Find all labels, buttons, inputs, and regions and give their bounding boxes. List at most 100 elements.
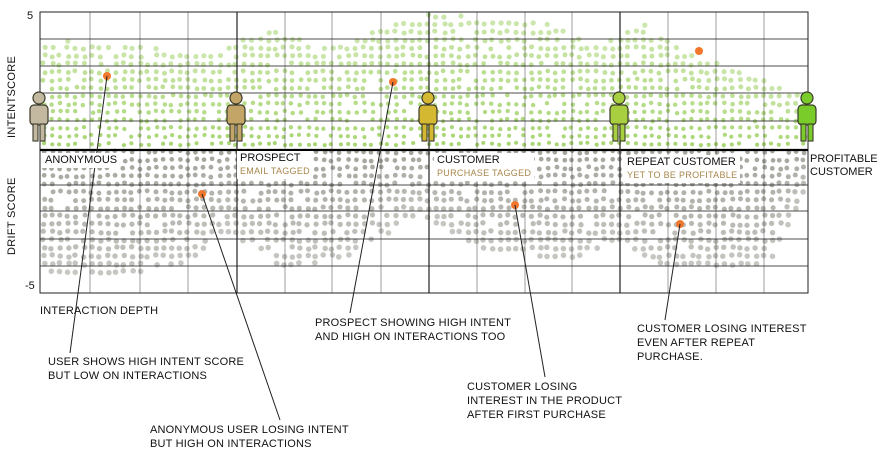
score-dot <box>441 190 447 196</box>
score-dot <box>153 108 159 114</box>
score-dot <box>336 189 342 195</box>
score-dot <box>121 52 127 58</box>
score-dot <box>209 156 215 162</box>
score-dot <box>674 197 680 203</box>
score-dot <box>449 228 456 235</box>
score-dot <box>497 109 502 114</box>
score-dot <box>482 54 488 60</box>
score-dot <box>169 54 175 60</box>
score-dot <box>601 141 606 146</box>
score-dot <box>738 190 743 196</box>
score-dot <box>89 142 94 147</box>
score-dot <box>104 214 110 220</box>
score-dot <box>200 172 206 178</box>
score-dot <box>778 134 783 140</box>
score-dot <box>258 53 264 59</box>
score-dot <box>49 181 55 187</box>
score-dot <box>80 228 86 234</box>
score-dot <box>561 196 568 202</box>
score-dot <box>730 244 736 250</box>
person-leg <box>229 123 236 142</box>
score-dot <box>161 181 167 187</box>
score-dot <box>665 222 672 228</box>
score-dot <box>290 110 295 116</box>
score-dot <box>216 197 222 203</box>
score-dot <box>458 134 464 139</box>
score-dot <box>153 157 158 163</box>
score-dot <box>593 92 599 98</box>
score-dot <box>112 269 119 275</box>
score-dot <box>417 174 423 180</box>
score-dot <box>530 30 536 36</box>
score-dot <box>536 220 542 226</box>
score-dot <box>498 85 503 91</box>
score-dot <box>688 238 694 244</box>
score-dot <box>704 70 710 76</box>
score-dot <box>722 132 728 137</box>
score-dot <box>177 53 183 59</box>
score-dot <box>441 213 447 220</box>
score-dot <box>346 252 352 258</box>
score-dot <box>49 94 55 100</box>
score-dot <box>385 125 390 130</box>
score-dot <box>178 143 183 148</box>
score-dot <box>409 165 415 171</box>
score-dot <box>745 86 751 92</box>
highlight-markers <box>103 47 703 228</box>
score-dot <box>577 238 584 244</box>
score-dot <box>273 260 280 267</box>
score-dot <box>448 213 454 219</box>
person-leg <box>612 123 619 142</box>
score-dot <box>640 246 647 252</box>
score-dot <box>690 101 695 106</box>
score-dot <box>688 70 694 76</box>
score-dot <box>226 45 232 51</box>
score-dot <box>506 54 512 60</box>
score-dot <box>210 134 215 139</box>
score-dot <box>640 68 646 74</box>
score-dot <box>146 150 152 155</box>
score-dot <box>562 157 568 163</box>
score-dot <box>514 140 519 145</box>
score-dot <box>402 70 408 76</box>
score-dot <box>97 94 102 100</box>
score-dot <box>776 157 782 163</box>
score-dot <box>153 238 160 244</box>
score-dot <box>441 94 447 99</box>
score-dot <box>369 30 375 36</box>
score-dot <box>643 134 648 139</box>
score-dot <box>57 245 63 251</box>
score-dot <box>762 133 768 138</box>
score-dot <box>121 100 127 106</box>
score-dot <box>473 221 479 228</box>
score-dot <box>489 246 496 252</box>
score-dot <box>81 85 86 90</box>
score-dot <box>114 125 119 131</box>
score-dot <box>233 54 239 60</box>
score-dot <box>98 78 104 84</box>
score-dot <box>706 253 712 260</box>
highlight-marker <box>695 47 703 55</box>
score-dot <box>82 221 88 227</box>
score-dot <box>216 158 222 164</box>
score-dot <box>114 222 120 228</box>
score-dot <box>497 69 503 75</box>
score-dot <box>42 70 48 76</box>
score-dot <box>784 118 790 123</box>
score-dot <box>664 52 670 58</box>
score-dot <box>73 180 79 186</box>
score-dot <box>169 157 175 162</box>
score-dot <box>617 140 622 146</box>
score-dot <box>699 134 704 139</box>
score-dot <box>506 101 511 107</box>
score-dot <box>72 108 78 114</box>
score-dot <box>576 166 582 172</box>
score-dot <box>586 205 592 211</box>
score-dot <box>609 140 614 145</box>
score-dot <box>65 70 71 75</box>
score-dot <box>393 205 400 212</box>
score-dot <box>120 244 126 250</box>
score-dot <box>601 221 607 228</box>
score-dot <box>401 30 407 36</box>
score-dot <box>160 84 166 90</box>
